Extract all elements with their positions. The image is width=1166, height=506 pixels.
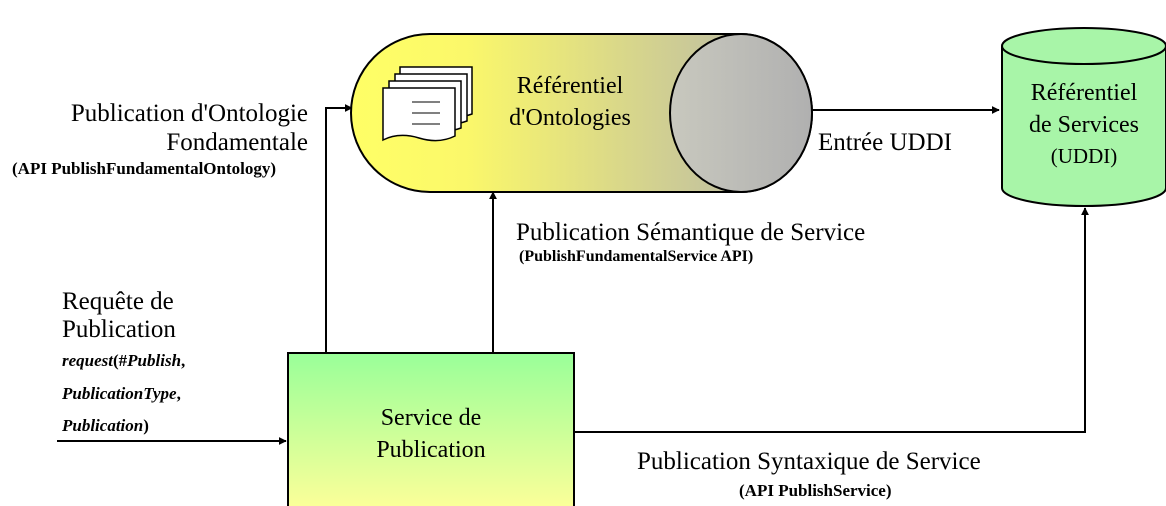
ontology-repository-cap (669, 33, 813, 193)
semantic-service-api: (PublishFundamentalService API) (519, 248, 754, 265)
service-repo-label: Référentiel de Services (UDDI) (1004, 77, 1164, 170)
call-open: (# (113, 351, 128, 370)
service-repo-label-line1: Référentiel (1030, 80, 1138, 106)
call-sep-1: , (181, 351, 186, 370)
syntactic-service-label: Publication Syntaxique de Service (637, 448, 981, 475)
call-close: ) (143, 416, 149, 435)
service-repository (1001, 27, 1166, 207)
fundamental-ontology-label-line2: Fondamentale (166, 129, 308, 156)
publication-request-label-line1: Requête de (62, 288, 174, 315)
publication-service-label-line1: Service de (380, 405, 482, 431)
edge-syntactic-service (574, 207, 1089, 433)
edge-fundamental-ontology (325, 104, 353, 352)
publication-request-call-line1: request(#Publish, (62, 352, 185, 369)
syntactic-service-api: (API PublishService) (739, 481, 892, 500)
publication-request-label-line2: Publication (62, 316, 176, 343)
call-arg-publication-type: PublicationType (62, 384, 177, 403)
semantic-service-label: Publication Sémantique de Service (516, 219, 866, 246)
ontology-repo-label-line2: d'Ontologies (509, 105, 631, 132)
service-repo-label-line3: (UDDI) (1050, 143, 1118, 168)
document-stack-icon (382, 66, 473, 142)
ontology-repo-label-line1: Référentiel (516, 73, 624, 99)
publication-service-label-line2: Publication (376, 437, 486, 464)
publication-request-call-line3: Publication) (62, 417, 149, 434)
fundamental-ontology-api: (API PublishFundamentalOntology) (12, 159, 277, 178)
publication-request-call-line2: PublicationType, (62, 385, 181, 402)
call-name: request (62, 351, 113, 370)
ontology-repo-label: Référentiel d'Ontologies (470, 70, 670, 135)
fundamental-ontology-label-line1: Publication d'Ontologie (70, 100, 308, 127)
service-repository-top (1001, 27, 1166, 65)
call-arg-publish: Publish (127, 351, 182, 370)
uddi-entry-label: Entrée UDDI (818, 129, 952, 156)
service-repo-label-line2: de Services (1029, 112, 1139, 139)
call-sep-2: , (176, 384, 181, 403)
publication-service-label: Service de Publication (326, 402, 536, 467)
call-arg-publication: Publication (62, 416, 144, 435)
publication-service-box (287, 352, 575, 506)
